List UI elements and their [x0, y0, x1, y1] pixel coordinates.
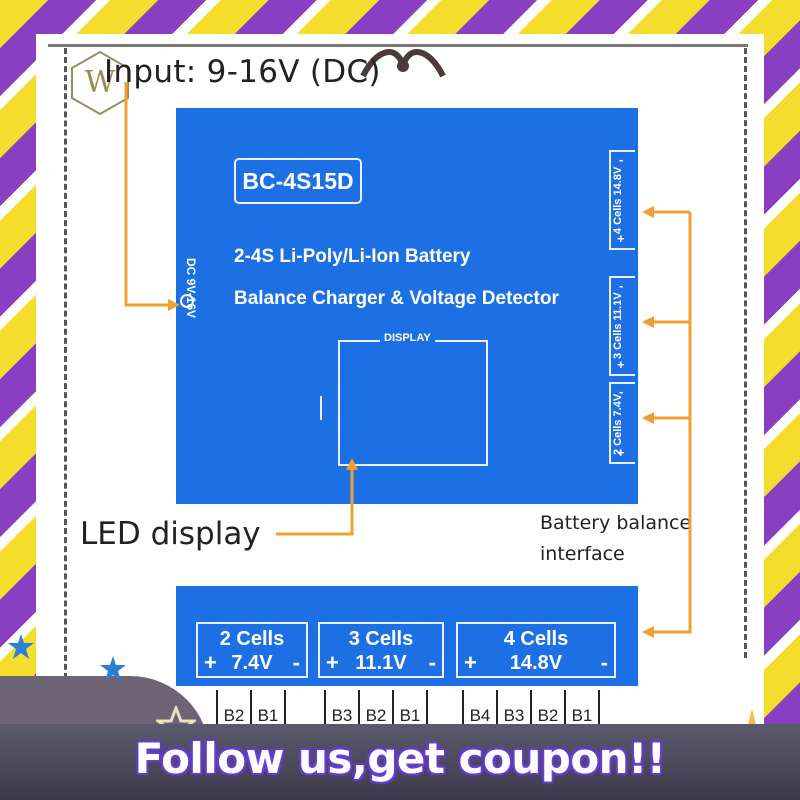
minus-sign: - — [619, 152, 624, 167]
plus-sign: + — [617, 445, 625, 460]
board-description-line1: 2-4S Li-Poly/Li-Ion Battery — [234, 246, 471, 267]
svg-text:W: W — [85, 65, 116, 100]
lower-connector-board: 2 Cells + 7.4V - 3 Cells + 11.1V - 4 Cel… — [176, 586, 638, 686]
lower-voltage-label: 7.4V — [231, 652, 273, 674]
minus-sign: - — [619, 278, 624, 293]
connector-2-cells: - 2 Cells 7.4V + — [609, 382, 635, 464]
charger-board: BC-4S15D 2-4S Li-Poly/Li-Ion Battery Bal… — [176, 108, 638, 504]
star-icon — [100, 656, 126, 681]
display-title: DISPLAY — [380, 332, 435, 344]
plus-sign: + — [204, 650, 217, 675]
connector-4-cells: - 4 Cells 14.8V + — [609, 150, 635, 250]
lower-cells-label: 2 Cells — [219, 628, 285, 650]
led-display-label: LED display — [80, 516, 261, 552]
promo-banner — [0, 724, 800, 800]
star-icon — [8, 634, 34, 659]
lower-box-3-cells: 3 Cells + 11.1V - — [318, 622, 444, 678]
dc-jack-icon — [180, 294, 194, 308]
plus-sign: + — [617, 231, 625, 246]
display-window: DISPLAY — [320, 332, 488, 466]
plus-sign: + — [326, 650, 339, 675]
watermark-logo-icon: W — [71, 50, 129, 116]
arrow-head-3cells — [642, 316, 654, 328]
arrow-head-display — [346, 458, 358, 470]
arrow-head-2cells — [642, 412, 654, 424]
balance-label-line1: Battery balance — [540, 512, 692, 534]
board-description-line2: Balance Charger & Voltage Detector — [234, 288, 559, 309]
top-divider — [48, 44, 748, 47]
balance-label-line2: interface — [540, 543, 625, 565]
arrow-head-lower — [642, 626, 654, 638]
arrow-head-input — [168, 299, 180, 311]
connector-3-cells: - 3 Cells 11.1V + — [609, 276, 635, 376]
input-voltage-label: Input: 9-16V (DC) — [104, 54, 381, 90]
lower-voltage-label: 14.8V — [509, 652, 563, 674]
model-label: BC-4S15D — [234, 158, 362, 204]
plus-sign: + — [617, 357, 625, 372]
left-dashed-border — [64, 48, 67, 688]
arrow-head-4cells — [642, 206, 654, 218]
minus-sign: - — [600, 650, 608, 675]
lower-box-4-cells: 4 Cells + 14.8V - — [456, 622, 616, 678]
lower-box-2-cells: 2 Cells + 7.4V - — [196, 622, 308, 678]
display-tick — [320, 396, 322, 420]
lower-cells-label: 4 Cells — [503, 628, 569, 650]
plus-sign: + — [464, 650, 477, 675]
minus-sign: - — [292, 650, 300, 675]
promo-banner-text[interactable]: Follow us,get coupon!! — [134, 734, 666, 783]
balance-interface-label: Battery balance interface — [540, 508, 691, 570]
lower-cells-label: 3 Cells — [348, 628, 414, 650]
right-dashed-border — [744, 48, 747, 658]
ornament-icon — [360, 49, 446, 78]
minus-sign: - — [428, 650, 436, 675]
lower-voltage-label: 11.1V — [355, 652, 407, 674]
minus-sign: - — [619, 384, 624, 399]
